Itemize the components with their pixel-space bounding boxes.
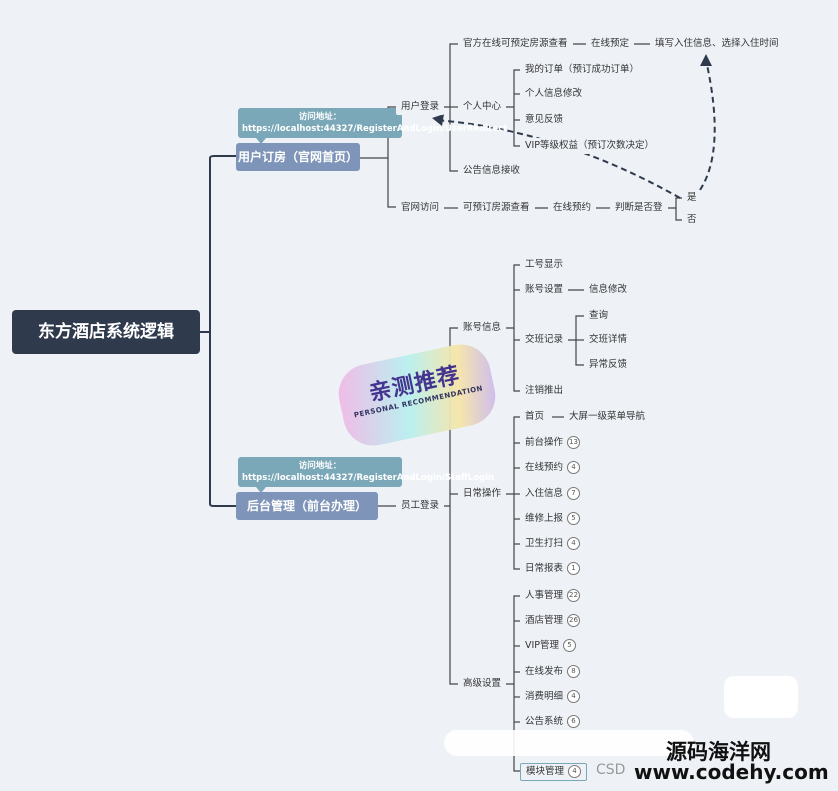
no-node: 否	[682, 212, 702, 228]
count-badge: 6	[567, 715, 581, 728]
check-login-node: 判断是否登	[610, 200, 668, 216]
info-edit-node: 信息修改	[584, 282, 633, 298]
user-login-node: 用户登录	[396, 99, 445, 115]
count-badge: 4	[567, 461, 581, 474]
adv-item-label: 消费明细	[525, 691, 564, 702]
shift-detail-node: 交班详情	[584, 332, 633, 348]
shift-exception-node: 异常反馈	[584, 357, 633, 373]
view-rooms-node: 可预订房源查看	[458, 200, 535, 216]
count-badge: 26	[567, 614, 581, 627]
daily-item-label: 卫生打扫	[525, 538, 564, 549]
user-url-callout: 访问地址：https://localhost:44327/RegisterAnd…	[238, 108, 507, 144]
staff-login-node: 员工登录	[396, 498, 445, 514]
online-booking-view-node: 官方在线可预定房源查看	[458, 36, 573, 52]
count-badge: 8	[567, 665, 581, 678]
home-nav-node: 大屏一级菜单导航	[564, 409, 651, 425]
feedback-node: 意见反馈	[520, 112, 569, 128]
personal-center-node: 个人中心	[458, 99, 507, 115]
shift-query-node: 查询	[584, 308, 614, 324]
account-info-node: 账号信息	[458, 320, 507, 336]
profile-edit-node: 个人信息修改	[520, 86, 588, 102]
site-watermark-name: 源码海洋网	[666, 740, 771, 764]
adv-item-label: 公告系统	[525, 716, 564, 727]
employee-id-node: 工号显示	[520, 257, 569, 273]
vip-level-node: VIP等级权益（预订次数决定）	[520, 138, 660, 154]
reserve-node: 在线预约	[548, 200, 597, 216]
daily-item-label: 前台操作	[525, 437, 564, 448]
daily-item-label: 入住信息	[525, 488, 564, 499]
my-orders-node: 我的订单（预订成功订单）	[520, 62, 645, 78]
adv-item-label: 酒店管理	[525, 615, 564, 626]
count-badge: 5	[567, 512, 581, 525]
yes-node: 是	[682, 190, 702, 206]
count-badge: 22	[567, 589, 581, 602]
blur-patch	[724, 676, 798, 718]
blur-patch	[444, 730, 694, 756]
daily-item-label: 日常报表	[525, 563, 564, 574]
daily-ops-node: 日常操作	[458, 486, 507, 502]
daily-item-label: 维修上报	[525, 513, 564, 524]
user-booking-node: 用户订房（官网首页）	[236, 143, 360, 171]
adv-item-label: 模块管理	[526, 766, 565, 777]
root-node: 东方酒店系统逻辑	[12, 310, 200, 354]
daily-item-home: 首页	[520, 409, 550, 425]
online-reservation-node: 在线预定	[586, 36, 635, 52]
adv-item-label: 人事管理	[525, 590, 564, 601]
csdn-watermark: CSD	[596, 762, 626, 778]
count-badge: 1	[567, 562, 581, 575]
notice-receive-node: 公告信息接收	[458, 163, 526, 179]
count-badge: 13	[567, 436, 581, 449]
account-settings-node: 账号设置	[520, 282, 569, 298]
count-badge: 4	[567, 690, 581, 703]
site-visit-node: 官网访问	[396, 200, 445, 216]
staff-url-callout: 访问地址：https://localhost:44327/RegisterAnd…	[238, 457, 494, 493]
backend-management-node: 后台管理（前台办理）	[236, 492, 378, 520]
fill-checkin-info-node: 填写入住信息、选择入住时间	[650, 36, 784, 52]
count-badge: 4	[567, 537, 581, 550]
count-badge: 7	[567, 487, 581, 500]
daily-item-label: 首页	[525, 411, 545, 422]
count-badge: 5	[563, 639, 577, 652]
advanced-settings-node: 高级设置	[458, 676, 507, 692]
daily-item-label: 在线预约	[525, 462, 564, 473]
site-watermark-url: www.codehy.com	[634, 760, 829, 784]
logout-node: 注销推出	[520, 383, 569, 399]
shift-records-node: 交班记录	[520, 332, 569, 348]
adv-item-label: 在线发布	[525, 666, 564, 677]
count-badge: 4	[568, 765, 582, 778]
adv-item-label: VIP管理	[525, 640, 560, 651]
